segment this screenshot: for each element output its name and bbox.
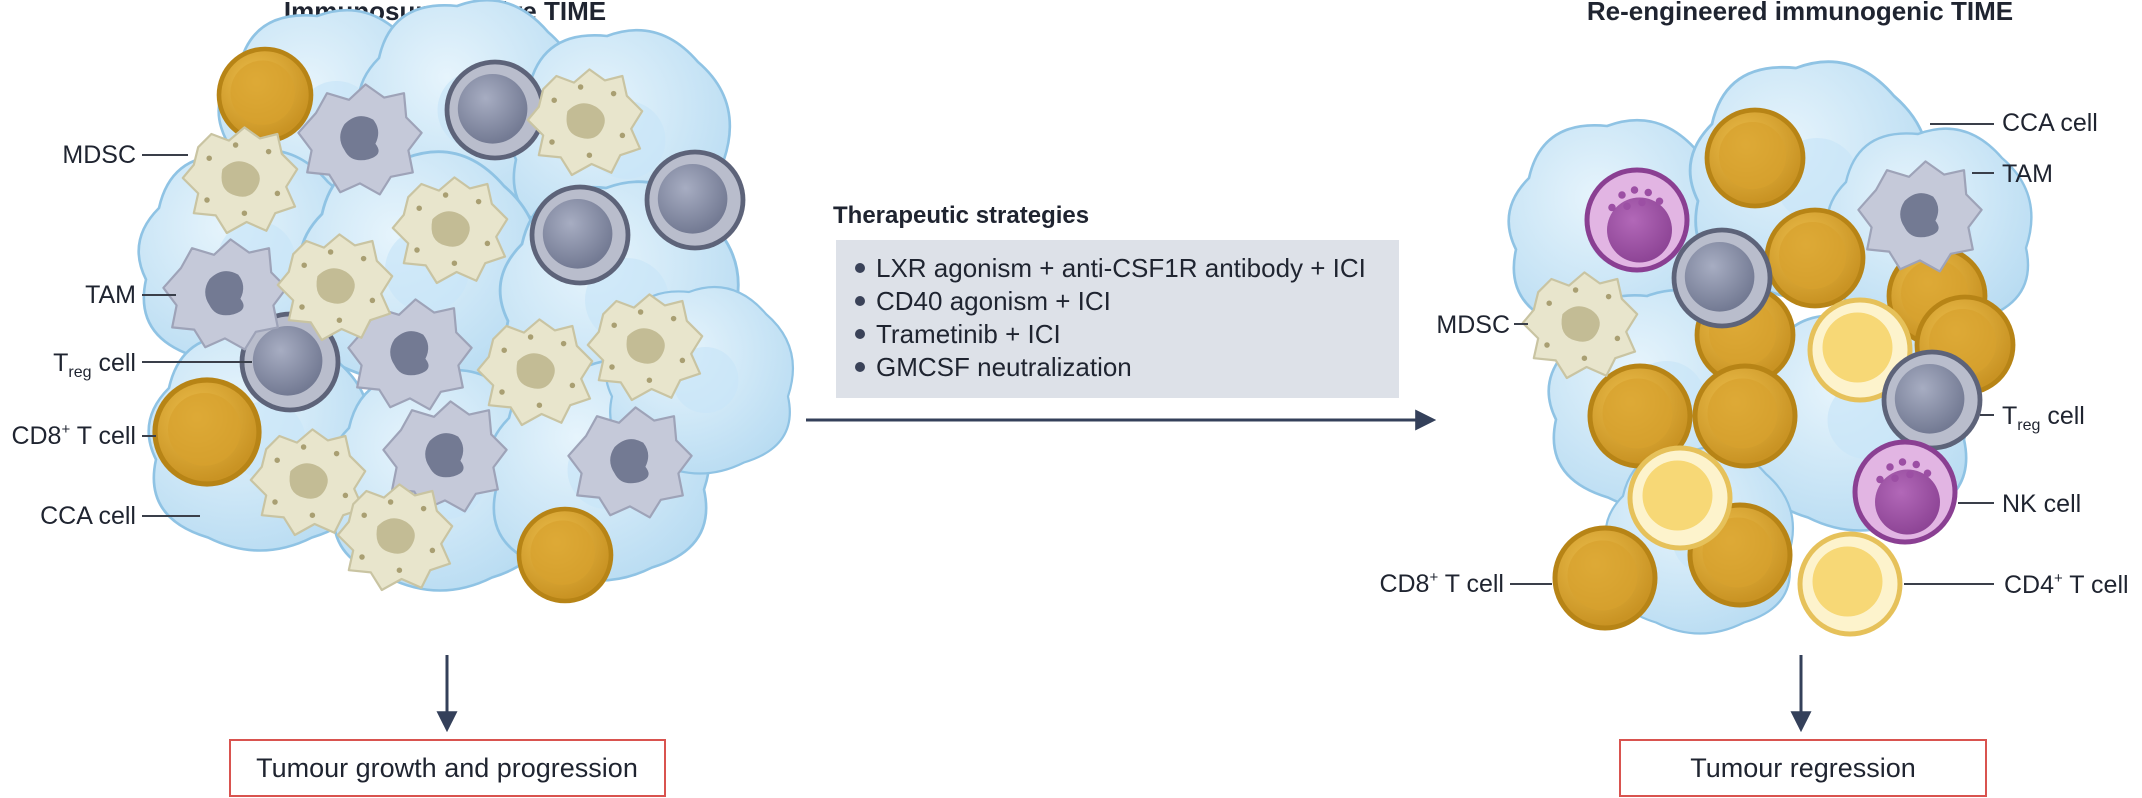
right-outcome-text: Tumour regression: [1690, 753, 1916, 783]
right-outcome-box: [1619, 739, 1987, 797]
bullet-icon: [855, 329, 865, 339]
treg-cell: [1881, 349, 1983, 451]
cd8-t-cell: [216, 46, 314, 144]
label-tam: TAM: [2002, 160, 2053, 188]
label-cd8: CD8+ T cell: [1379, 569, 1504, 598]
cd8-t-cell: [1704, 107, 1806, 209]
nk-cell: [1584, 167, 1690, 273]
strategy-item: GMCSF neutralization: [876, 352, 1132, 382]
cd8-t-cell: [1692, 363, 1798, 469]
label-cd4: CD4+ T cell: [2004, 570, 2129, 599]
right-panel-title: Re-engineered immunogenic TIME: [1587, 0, 2013, 26]
label-treg: Treg cell: [53, 349, 136, 381]
left-outcome-box: [229, 739, 666, 797]
label-nk: NK cell: [2002, 490, 2081, 518]
therapeutic-strategies: Therapeutic strategies LXR agonism + ant…: [806, 202, 1437, 431]
strategy-item: Trametinib + ICI: [876, 319, 1061, 349]
right-cell-cluster: [1507, 60, 2033, 637]
label-cca: CCA cell: [2002, 109, 2098, 137]
cd4-t-cell: [1627, 445, 1733, 551]
right-panel: Re-engineered immunogenic TIME: [1379, 0, 2129, 797]
bullet-icon: [855, 296, 865, 306]
label-mdsc: MDSC: [62, 141, 136, 169]
cd8-t-cell: [516, 506, 614, 604]
label-cca: CCA cell: [40, 502, 136, 530]
strategies-title: Therapeutic strategies: [833, 202, 1089, 229]
left-outcome-text: Tumour growth and progression: [256, 753, 638, 783]
strategies-box: [836, 240, 1399, 398]
left-panel: Immunosuppressive TIME: [11, 0, 795, 797]
label-mdsc: MDSC: [1436, 311, 1510, 339]
left-cell-cluster: [137, 0, 795, 604]
label-tam: TAM: [85, 281, 136, 309]
cd8-t-cell: [1764, 207, 1866, 309]
label-cd8: CD8+ T cell: [11, 421, 136, 450]
cd4-t-cell: [1797, 531, 1903, 637]
cd8-t-cell: [1552, 525, 1658, 631]
strategy-item: LXR agonism + anti-CSF1R antibody + ICI: [876, 253, 1366, 283]
bullet-icon: [855, 362, 865, 372]
treg-cell: [444, 59, 546, 161]
bullet-icon: [855, 263, 865, 273]
cd8-t-cell: [152, 377, 262, 487]
label-treg: Treg cell: [2002, 402, 2085, 434]
treg-cell: [1671, 227, 1773, 329]
nk-cell: [1852, 439, 1958, 545]
treg-cell: [644, 149, 746, 251]
strategy-item: CD40 agonism + ICI: [876, 286, 1111, 316]
treg-cell: [529, 184, 631, 286]
